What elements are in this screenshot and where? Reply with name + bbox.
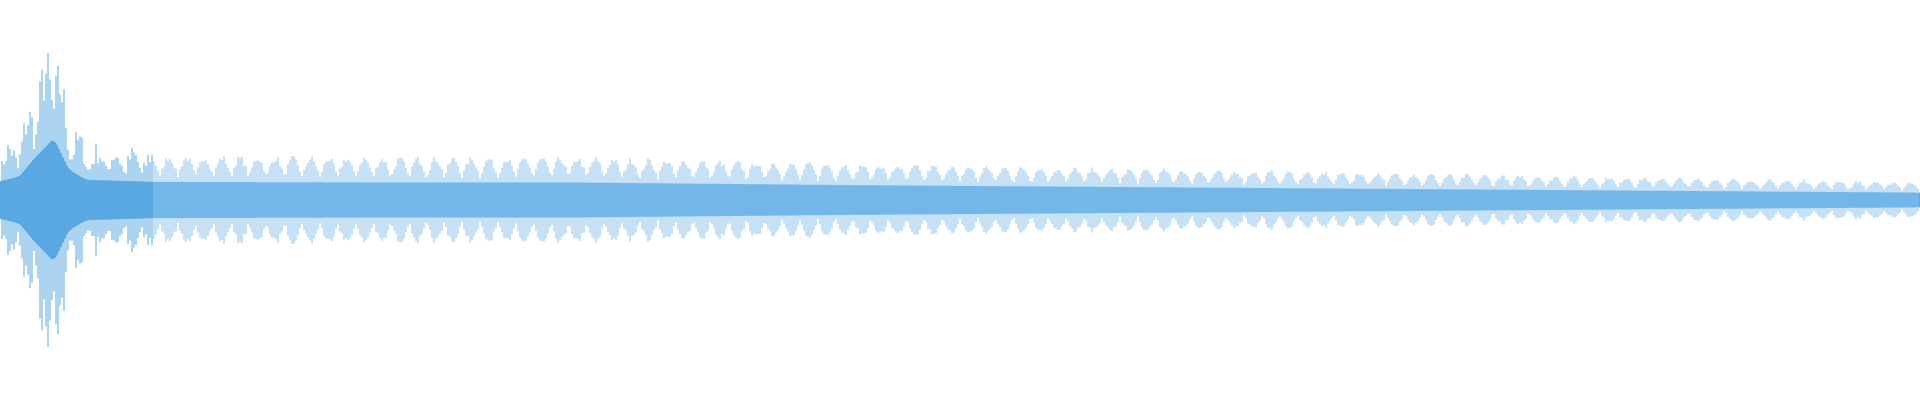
waveform-bars	[0, 52, 1920, 348]
